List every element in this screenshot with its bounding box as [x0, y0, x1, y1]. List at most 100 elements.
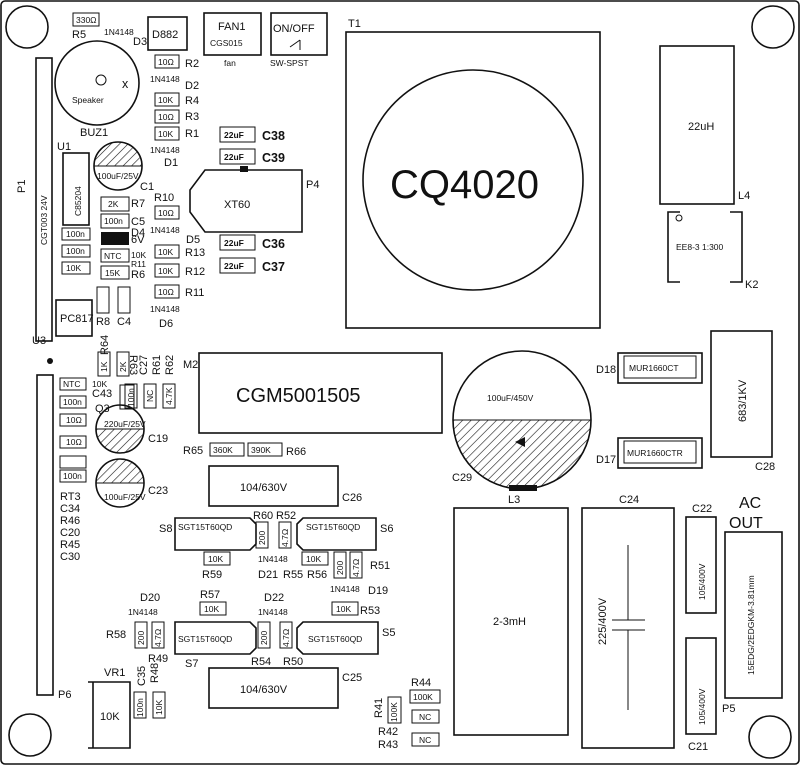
r61-label: R61 [151, 355, 163, 375]
r2-label: R2 [185, 58, 199, 70]
r48-value: 10K [154, 700, 164, 715]
d4-value: ZD [109, 234, 120, 244]
s5-ref: S5 [382, 627, 395, 639]
r11-partial: R11 [131, 259, 146, 269]
c27-value: 100n [126, 388, 136, 407]
capacitor-c29: 100uF/450V C29 [452, 350, 592, 491]
capacitor-c19: 220uF/25V C19 [95, 404, 168, 454]
s7-ref: S7 [185, 658, 198, 670]
d4-volt: 6V [131, 234, 145, 246]
r4-label: R4 [185, 95, 199, 107]
igbt-s5: SGT15T60QD S5 [296, 621, 395, 655]
resistor-column-mid: R10 10Ω 1N4148 D5 10K R13 10K R12 10Ω R1… [150, 192, 205, 330]
u1-part: C85204 [73, 186, 83, 216]
c29-label: C29 [452, 472, 472, 484]
r12-value: 10K [158, 266, 173, 276]
mounting-hole-bottom-right [748, 715, 792, 759]
c26-value: 104/630V [240, 482, 288, 494]
left-val-1: 100n [63, 397, 82, 407]
l4-value: 22uH [688, 121, 714, 133]
u3-part: PC817 [60, 313, 94, 325]
d3-label: D3 [133, 36, 147, 48]
r57-label: R57 [200, 589, 220, 601]
c34-label: C34 [60, 503, 80, 515]
d22-label: D22 [264, 592, 284, 604]
r63-label: R63 [127, 355, 139, 375]
c28-value: 683/1KV [737, 379, 749, 422]
r13-label: R13 [185, 247, 205, 259]
r7-value: 2K [108, 199, 119, 209]
r50-value: 4.7Ω [281, 629, 291, 647]
r64-label: R64 [99, 335, 111, 355]
buzzer-label: Speaker [72, 95, 104, 105]
r5-value: 330Ω [76, 15, 97, 25]
c24-ref: C24 [619, 494, 639, 506]
r3-label: R3 [185, 111, 199, 123]
r12-label: R12 [185, 266, 205, 278]
s6-ref: S6 [380, 523, 393, 535]
d6-value: 1N4148 [150, 304, 180, 314]
r66-label: R66 [286, 446, 306, 458]
diode-d17: MUR1660CTR D17 [596, 437, 703, 469]
connector-p4: XT60 P4 [189, 166, 319, 233]
igbt-s8: SGT15T60QD S8 [159, 517, 257, 551]
r5-label: R5 [72, 29, 86, 41]
buz1-label: BUZ1 [80, 127, 108, 139]
r1-label: R1 [185, 128, 199, 140]
left-ntc: NTC [63, 379, 80, 389]
t1-ref: T1 [348, 18, 361, 30]
r49-label: R49 [148, 653, 168, 665]
capacitor-c23: 100uF/25V C23 [95, 458, 168, 508]
r64-value: 1K [99, 361, 109, 372]
r42-value: NC [419, 712, 431, 722]
ac-conn-part: 15EDG/2EDGKM-3.81mm [746, 575, 756, 675]
c39-label: C39 [262, 151, 285, 165]
capacitor-c1: 100uF/25V C1 [93, 141, 154, 193]
s5-part: SGT15T60QD [308, 634, 362, 644]
p5-label: P5 [722, 703, 735, 715]
r62-label: R62 [164, 355, 176, 375]
c22-value: 105/400V [697, 563, 707, 600]
s8-ref: S8 [159, 523, 172, 535]
p1-part: CGT003 24V [39, 195, 49, 245]
c25-value: 104/630V [240, 684, 288, 696]
c19-label: C19 [148, 433, 168, 445]
c38-label: C38 [262, 129, 285, 143]
r58-value: 200 [136, 631, 146, 645]
ntc-value: NTC [104, 251, 121, 261]
r56-value: 10K [306, 554, 321, 564]
c38-value: 22uF [224, 130, 244, 140]
igbt-s7: SGT15T60QD S7 [174, 621, 257, 670]
s7-part: SGT15T60QD [178, 634, 232, 644]
c1-label: C1 [140, 181, 154, 193]
r57-value: 10K [204, 604, 219, 614]
s6-part: SGT15T60QD [306, 522, 360, 532]
r55-label: R55 [283, 569, 303, 581]
t1-part: CQ4020 [390, 163, 539, 207]
l3-value: 2-3mH [493, 616, 526, 628]
k2-value: EE8-3 1:300 [676, 242, 724, 252]
r51-value: 4.7Ω [351, 559, 361, 577]
r62-value: 4.7K [164, 387, 174, 405]
r6-value: 15K [105, 268, 120, 278]
r52-label: R52 [276, 510, 296, 522]
u1-small-parts: 100n 100n 10K [61, 227, 91, 275]
r10-label: R10 [154, 192, 174, 204]
d17-ref: D17 [596, 454, 616, 466]
r10-value: 10Ω [158, 208, 174, 218]
r49-value: 4.7Ω [153, 629, 163, 647]
r3-value: 10Ω [158, 112, 174, 122]
resistor-column-top: 10Ω R2 1N4148 D2 10K R4 10Ω R3 10K R1 1N… [150, 54, 199, 169]
d1-value: 1N4148 [150, 145, 180, 155]
r10-10k: 10K [131, 250, 146, 260]
c35-label: C35 [136, 666, 148, 686]
r51-label: R51 [370, 560, 390, 572]
r8-label: R8 [96, 316, 110, 328]
c27-label: C27 [138, 355, 150, 375]
d22-value: 1N4148 [258, 607, 288, 617]
m2-part: CGM5001505 [236, 385, 361, 407]
r50-label: R50 [283, 656, 303, 668]
r53-value: 10K [336, 604, 351, 614]
d18-part: MUR1660CT [629, 363, 679, 373]
